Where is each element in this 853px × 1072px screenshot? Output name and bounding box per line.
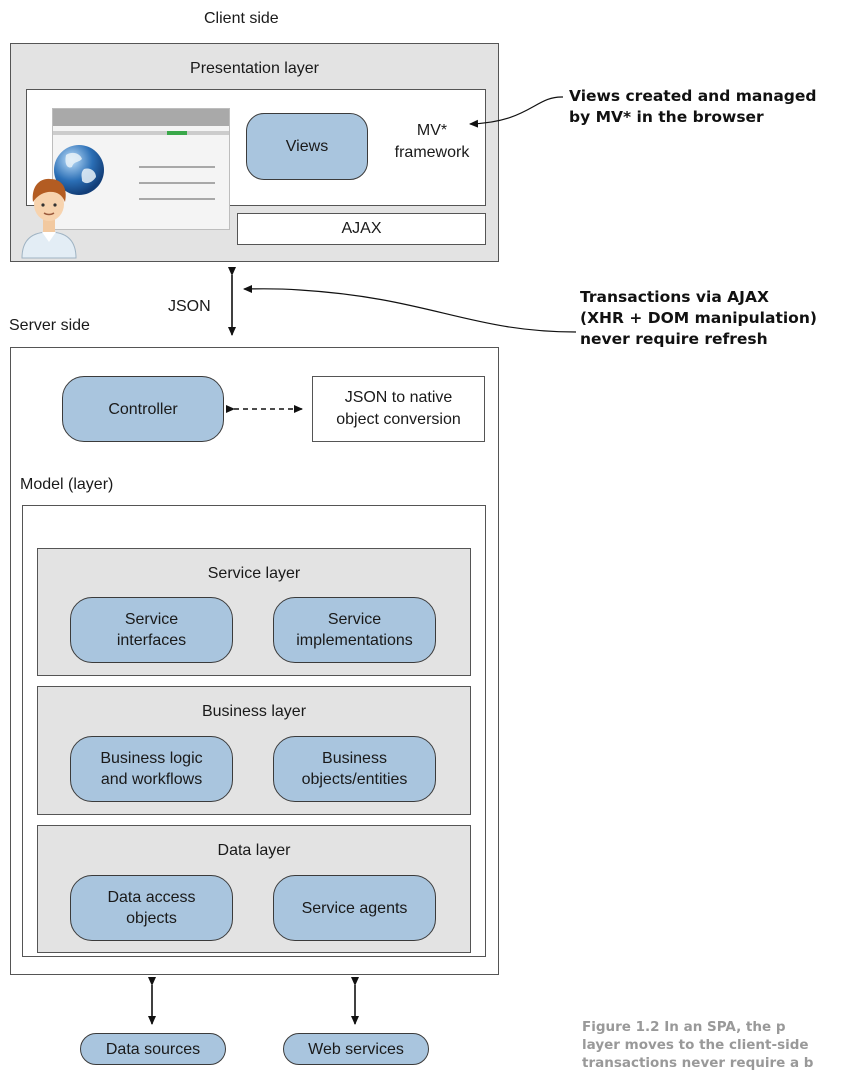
json-conversion-box: JSON to native object conversion <box>312 376 485 442</box>
business-objects-node: Business objects/entities <box>273 736 436 802</box>
data-layer-title: Data layer <box>217 842 291 859</box>
figure-caption: Figure 1.2 In an SPA, the p layer moves … <box>582 1019 814 1071</box>
json-label: JSON <box>168 298 211 315</box>
service-agents-node: Service agents <box>273 875 436 941</box>
browser-content-line <box>139 198 215 200</box>
globe-icon <box>54 145 104 195</box>
controller-node: Controller <box>62 376 224 442</box>
business-logic-node: Business logic and workflows <box>70 736 233 802</box>
browser-content-line <box>139 166 215 168</box>
presentation-layer-title: Presentation layer <box>190 60 319 77</box>
data-sources-node: Data sources <box>80 1033 226 1065</box>
service-interfaces-node: Service interfaces <box>70 597 233 663</box>
views-node: Views <box>246 113 368 180</box>
data-access-objects-node: Data access objects <box>70 875 233 941</box>
browser-content-line <box>139 182 215 184</box>
business-layer-title: Business layer <box>201 703 307 720</box>
transactions-callout: Transactions via AJAX (XHR + DOM manipul… <box>580 288 817 348</box>
transactions-callout-curve <box>243 284 577 333</box>
browser-address-bar <box>53 131 229 135</box>
mv-framework-label: MV* framework <box>394 122 470 161</box>
model-layer-label: Model (layer) <box>20 476 114 493</box>
user-avatar-icon <box>21 178 77 259</box>
json-conversion-label: JSON to native object conversion <box>336 389 461 428</box>
web-services-node: Web services <box>283 1033 429 1065</box>
ajax-label: AJAX <box>341 220 382 237</box>
server-side-label: Server side <box>9 317 90 334</box>
views-callout: Views created and managed by MV* in the … <box>569 87 817 126</box>
service-implementations-node: Service implementations <box>273 597 436 663</box>
client-side-label: Client side <box>204 10 279 27</box>
ajax-box: AJAX <box>237 213 486 245</box>
browser-progress-indicator <box>167 131 187 135</box>
browser-toolbar <box>53 109 229 126</box>
service-layer-title: Service layer <box>207 565 301 582</box>
